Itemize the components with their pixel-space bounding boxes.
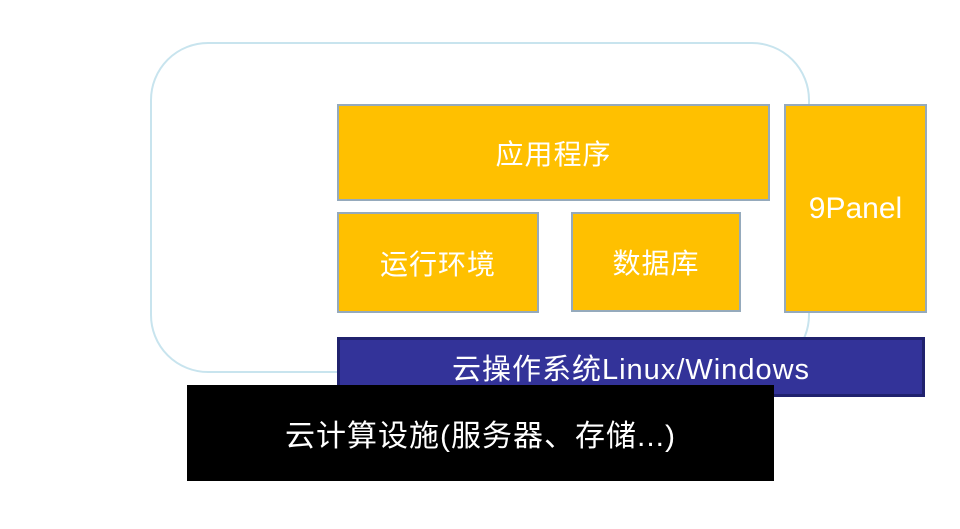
9panel-box-label: 9Panel: [808, 191, 903, 225]
database-box-label: 数据库: [612, 248, 700, 279]
9panel-box: 9Panel: [784, 104, 927, 313]
cloud-infrastructure-bar-label: 云计算设施(服务器、存储...): [285, 420, 676, 453]
cloud-infrastructure-bar: 云计算设施(服务器、存储...): [187, 385, 774, 481]
cloud-platform-container: 应用程序 运行环境 数据库 9Panel 云操作系统Linux/Windows: [150, 42, 927, 397]
runtime-environment-box: 运行环境: [337, 212, 539, 313]
application-box-label: 应用程序: [495, 138, 612, 170]
runtime-environment-box-label: 运行环境: [379, 248, 496, 280]
cloud-os-bar-label: 云操作系统Linux/Windows: [451, 354, 811, 386]
application-box: 应用程序: [337, 104, 770, 201]
database-box: 数据库: [571, 212, 741, 312]
